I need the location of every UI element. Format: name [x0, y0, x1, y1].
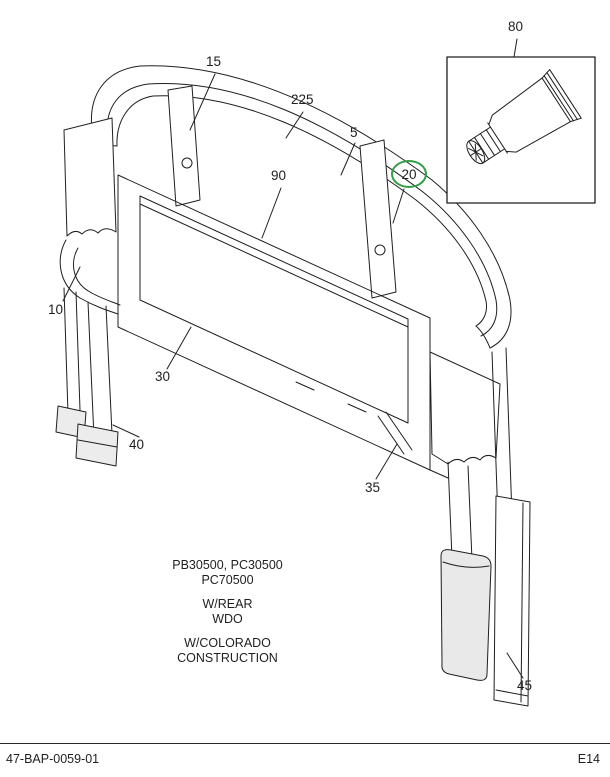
leader-line-5 — [340, 142, 356, 176]
note-line: W/REAR — [202, 597, 253, 611]
leader-line-20 — [392, 188, 405, 224]
leader-line-35 — [375, 443, 398, 480]
mounting-strap-left — [167, 85, 201, 207]
rear-window-note: W/REAR WDO — [140, 597, 315, 627]
note-line: WDO — [212, 612, 243, 626]
callout-80: 80 — [508, 19, 524, 34]
leader-line-10 — [62, 266, 81, 302]
note-line: PB30500, PC30500 — [172, 558, 283, 572]
callout-40: 40 — [129, 437, 145, 452]
left-corner-tube — [59, 239, 121, 315]
page-code: E14 — [577, 752, 600, 766]
headache-rack-drawing — [55, 38, 596, 707]
note-line: W/COLORADO — [184, 636, 271, 650]
model-note: PB30500, PC30500 PC70500 — [140, 558, 315, 588]
leader-line-80 — [513, 38, 518, 58]
drawing-number: 47-BAP-0059-01 — [6, 752, 100, 766]
callout-35: 35 — [365, 480, 381, 495]
leader-line-30 — [166, 326, 192, 370]
callout-10: 10 — [48, 302, 64, 317]
mounting-strap-right — [359, 139, 397, 299]
inset-box — [446, 56, 596, 204]
leader-line-15 — [189, 73, 216, 131]
applicability-notes: PB30500, PC30500 PC70500 W/REAR WDO W/CO… — [140, 558, 315, 675]
callout-5: 5 — [350, 125, 358, 140]
corner-brace — [377, 411, 449, 479]
right-legs — [440, 347, 531, 707]
leader-line-40 — [112, 424, 140, 438]
note-line: PC70500 — [201, 573, 254, 587]
callout-90: 90 — [271, 168, 287, 183]
construction-note: W/COLORADO CONSTRUCTION — [140, 636, 315, 666]
leader-line-45 — [506, 652, 524, 679]
note-line: CONSTRUCTION — [177, 651, 278, 665]
callout-15: 15 — [206, 54, 222, 69]
left-bracket — [63, 117, 117, 237]
right-bracket — [429, 351, 501, 465]
callout-225: 225 — [291, 92, 314, 107]
sealant-tube-icon — [466, 69, 582, 165]
callout-45: 45 — [517, 678, 533, 693]
footer-divider — [0, 743, 610, 744]
left-legs — [55, 287, 119, 467]
leader-line-225 — [285, 111, 304, 139]
callout-20-highlighted: 20 — [391, 160, 427, 188]
leader-lines — [62, 38, 524, 679]
leader-line-90 — [261, 187, 282, 239]
callout-30: 30 — [155, 369, 171, 384]
